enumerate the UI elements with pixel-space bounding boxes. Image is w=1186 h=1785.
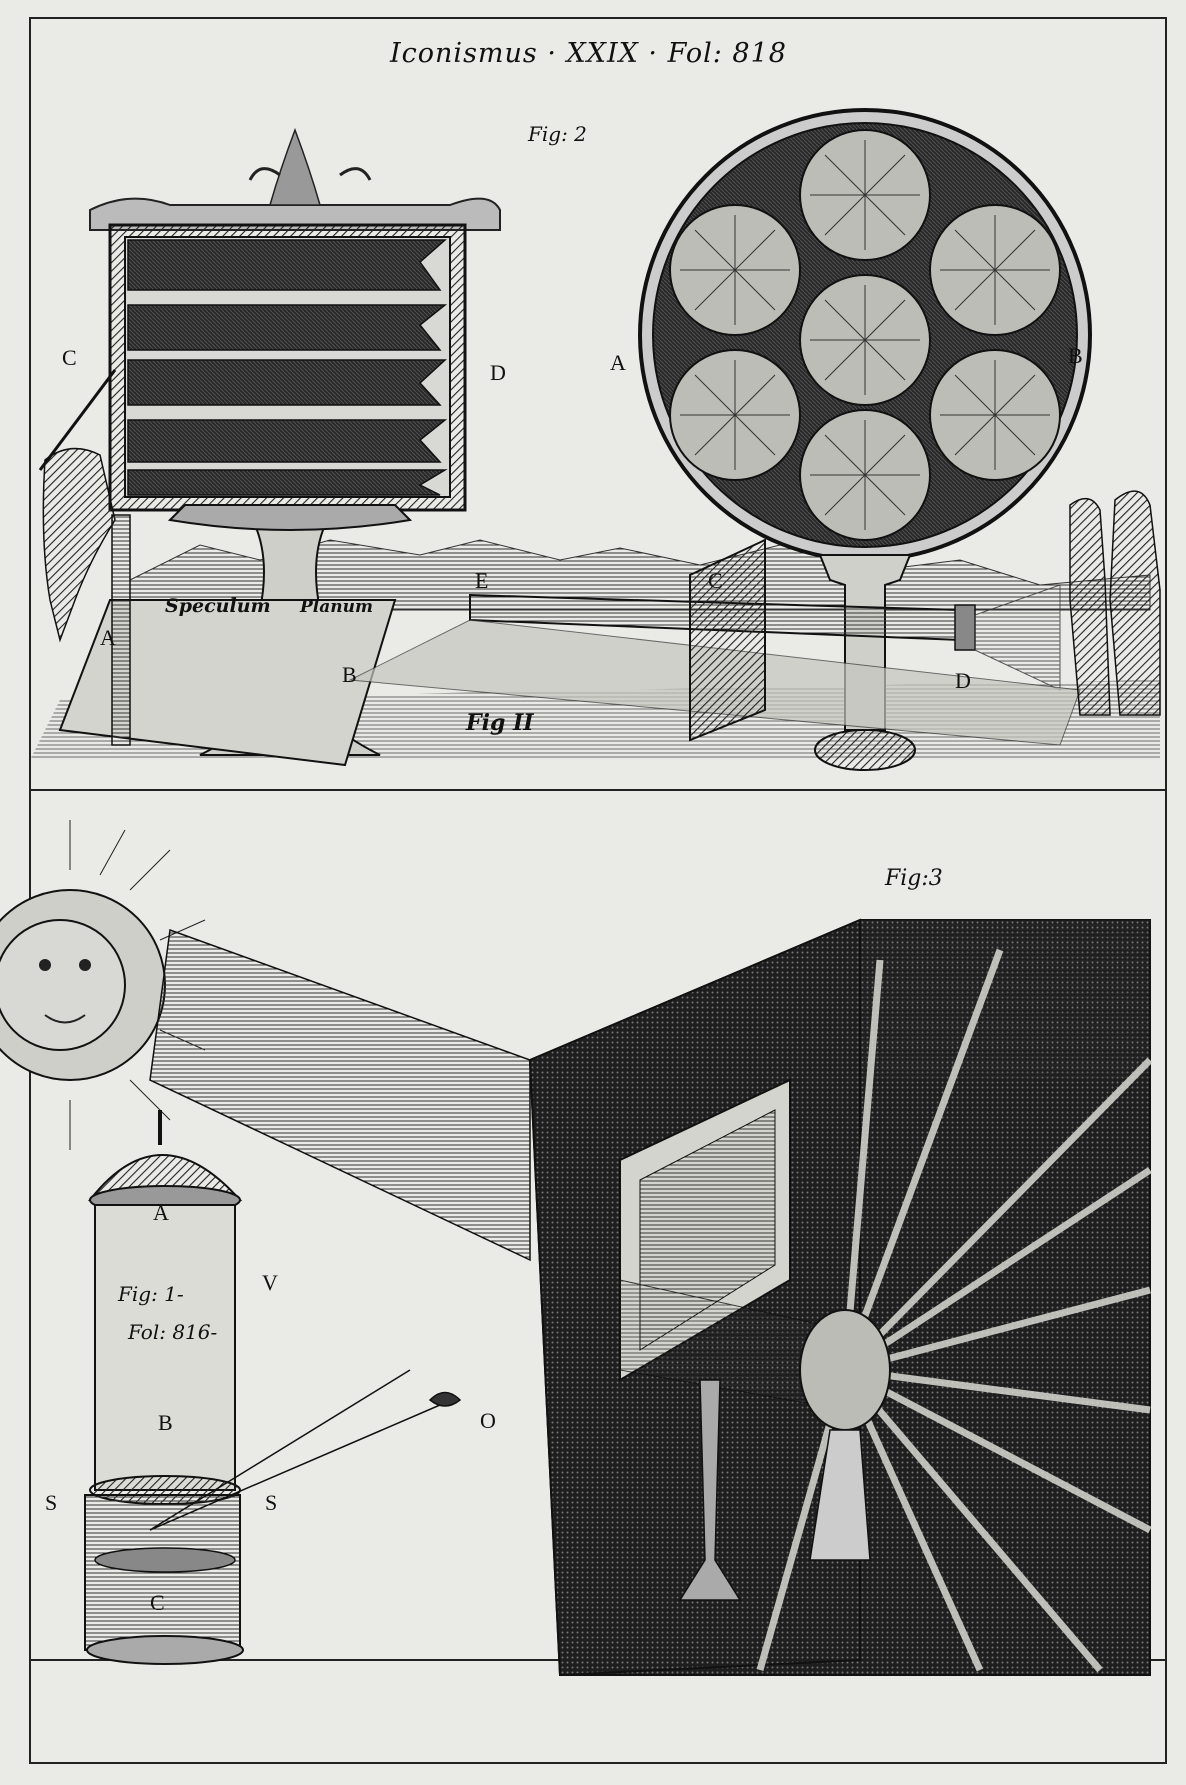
letter-O: O: [480, 1408, 496, 1433]
letter-A-left: A: [100, 625, 116, 650]
fig11-label: Fig II: [466, 710, 534, 736]
planum-label: Planum: [300, 597, 373, 617]
cylinder-apparatus: [84, 1110, 441, 1665]
fig1-label: Fig: 1-: [118, 1282, 184, 1306]
speculum-label: Speculum: [165, 595, 271, 617]
speculum-planum: [58, 599, 397, 767]
letter-S-left: S: [45, 1490, 58, 1515]
letter-C-cylinder: C: [150, 1590, 165, 1615]
letter-C-tube: C: [708, 568, 723, 593]
fig2-label: Fig: 2: [528, 122, 587, 146]
letter-A-disk: A: [610, 350, 626, 375]
letter-C-left: C: [62, 345, 77, 370]
letter-B-disk: B: [1068, 343, 1083, 368]
eye-icon: [428, 1391, 462, 1407]
fig3-label: Fig:3: [885, 866, 943, 891]
fol-label: Fol: 816-: [128, 1320, 218, 1344]
observer-figure: [1109, 490, 1161, 716]
letter-D-left: D: [490, 360, 506, 385]
sun-face: [0, 820, 215, 1150]
letter-D-tube: D: [955, 668, 971, 693]
letter-V: V: [262, 1270, 278, 1295]
plate-title: Iconismus · XXIX · Fol: 818: [390, 38, 787, 69]
lens-wheel: [638, 108, 1092, 771]
plate-border: [29, 17, 1167, 1764]
letter-E-tube: E: [475, 568, 489, 593]
sunlight-beam: [149, 928, 531, 1262]
letter-S-right: S: [265, 1490, 278, 1515]
camera-obscura-room: [528, 918, 1153, 1677]
letter-A-cylinder: A: [153, 1200, 169, 1225]
letter-B-cylinder: B: [158, 1410, 173, 1435]
telescope-tube: [348, 538, 1081, 746]
letter-B-left: B: [342, 662, 357, 687]
observer-figure: [1069, 497, 1111, 716]
inverted-figure: [42, 447, 116, 643]
